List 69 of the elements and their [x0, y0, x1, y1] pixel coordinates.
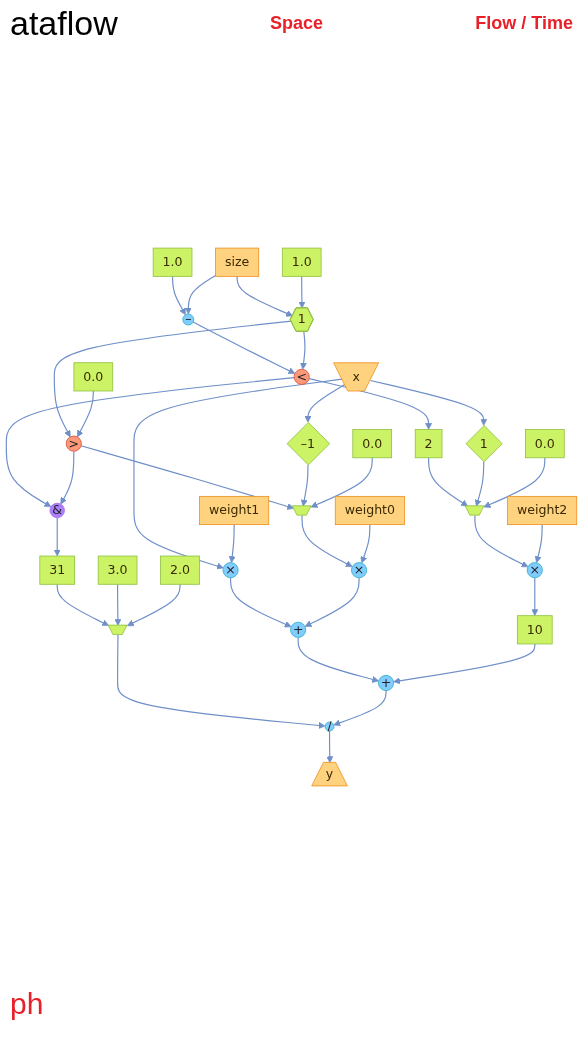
node-box: 1.0: [281, 247, 322, 277]
arrow: [428, 457, 468, 507]
axis-label: Flow / Time: [475, 13, 573, 34]
node-box: 1.0: [152, 247, 193, 277]
arrow: [304, 384, 346, 423]
node-circle: /: [324, 721, 335, 732]
node-box: 2: [414, 429, 443, 459]
node-box: 10: [517, 615, 553, 645]
arrow: [297, 636, 379, 683]
arrow: [5, 377, 295, 508]
arrow: [133, 378, 343, 570]
arrow: [534, 524, 543, 564]
arrow: [53, 517, 61, 557]
axis-label: Space: [270, 13, 324, 34]
node-circle: ×: [222, 562, 239, 579]
node-circle: +: [290, 621, 307, 638]
node-box: 0.0: [352, 429, 393, 459]
arrow: [53, 320, 292, 438]
node-box: 0.0: [73, 362, 114, 392]
arrow: [326, 730, 334, 764]
node-diamond: 1: [465, 425, 503, 463]
arrow: [60, 450, 75, 505]
arrow: [228, 524, 236, 563]
node-box: weight1: [199, 495, 270, 525]
node-trapezoid: [464, 505, 485, 516]
arrow: [77, 390, 94, 438]
node-box: weight0: [334, 495, 405, 525]
node-diamond: –1: [286, 422, 331, 466]
arrow: [117, 634, 326, 729]
title-text: ph: [9, 987, 45, 1020]
arrow: [300, 331, 307, 370]
arrow: [236, 275, 293, 317]
node-trapezoid: [291, 505, 312, 516]
arrow: [474, 515, 529, 568]
title-text: ataflow: [10, 4, 118, 43]
node-circle: &: [49, 502, 65, 519]
arrow: [171, 275, 186, 316]
node-circle: >: [65, 435, 82, 452]
node-trapezoid: [107, 624, 128, 635]
arrow: [304, 577, 360, 627]
node-box: 31: [39, 555, 76, 585]
arrow: [298, 275, 306, 309]
node-box: 3.0: [97, 555, 138, 585]
arrow: [474, 461, 485, 507]
arrow: [369, 379, 488, 426]
node-circle: <: [293, 368, 310, 385]
node-box: 0.0: [525, 429, 565, 459]
node-circle: ×: [526, 562, 543, 579]
arrow: [333, 690, 387, 727]
node-circle: –: [182, 313, 195, 326]
arrow: [531, 577, 539, 616]
arrow: [310, 457, 373, 508]
arrow: [56, 583, 109, 626]
arrow: [360, 524, 371, 564]
arrow: [300, 464, 309, 507]
arrow: [192, 321, 296, 374]
node-box: 2.0: [160, 555, 200, 585]
arrow: [114, 583, 122, 626]
arrow: [393, 643, 536, 685]
node-circle: ×: [351, 562, 368, 579]
arrow: [301, 515, 353, 567]
arrow: [483, 457, 546, 508]
arrow: [80, 445, 295, 510]
node-box: weight2: [507, 495, 578, 525]
node-circle: +: [378, 674, 395, 691]
node-box: size: [215, 247, 260, 277]
arrow: [184, 274, 217, 315]
arrow: [230, 577, 292, 628]
arrow: [127, 583, 181, 627]
